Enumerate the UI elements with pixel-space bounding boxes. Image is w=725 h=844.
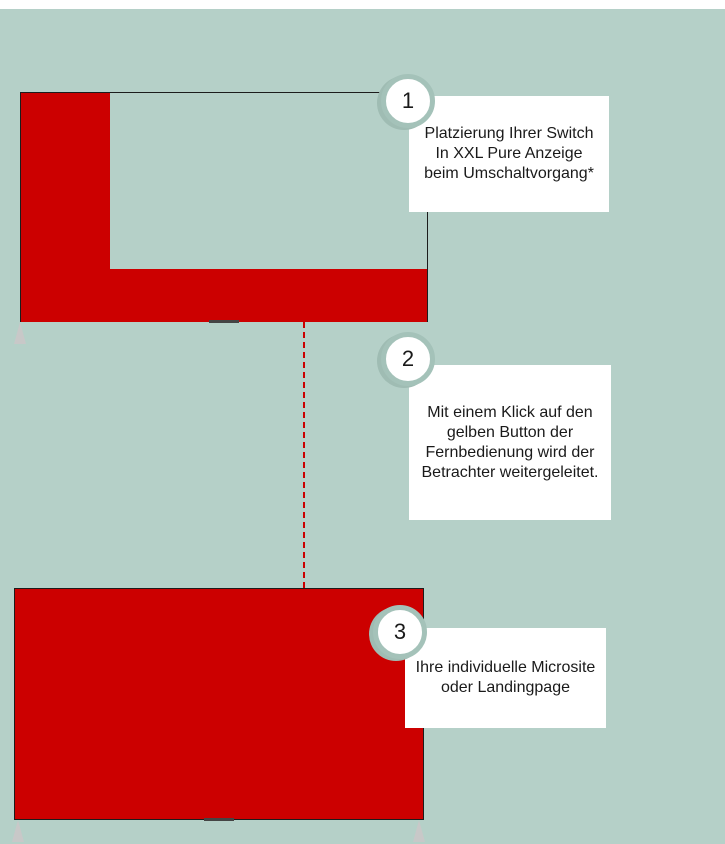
step-3-badge: 3 xyxy=(373,605,427,659)
step-3-callout: Ihre individuelle Microsite oder Landing… xyxy=(405,628,606,728)
step-1-badge: 1 xyxy=(381,74,435,128)
step-2-callout: Mit einem Klick auf den gelben Button de… xyxy=(409,365,611,520)
tv-stand-left xyxy=(12,820,24,842)
step-3-text: Ihre individuelle Microsite oder Landing… xyxy=(415,659,596,696)
tv-stand-right xyxy=(413,820,425,842)
tv-screen-microsite xyxy=(14,588,424,820)
step-2-text: Mit einem Klick auf den gelben Button de… xyxy=(421,403,599,481)
step-1-callout: Platzierung Ihrer Switch In XXL Pure Anz… xyxy=(409,96,609,212)
step-2-badge: 2 xyxy=(381,332,435,386)
step-3-number: 3 xyxy=(393,619,407,644)
tv-screen-switch-in xyxy=(20,92,428,322)
step-1-number: 1 xyxy=(401,88,415,113)
tv-stand-left xyxy=(14,322,26,344)
ad-area-bottom xyxy=(21,269,427,322)
step-2-number: 2 xyxy=(401,346,415,371)
step-1-text: Platzierung Ihrer Switch In XXL Pure Anz… xyxy=(424,125,594,182)
tv-logo xyxy=(209,320,239,323)
dashed-connector xyxy=(303,322,305,588)
tv-logo xyxy=(204,818,234,821)
